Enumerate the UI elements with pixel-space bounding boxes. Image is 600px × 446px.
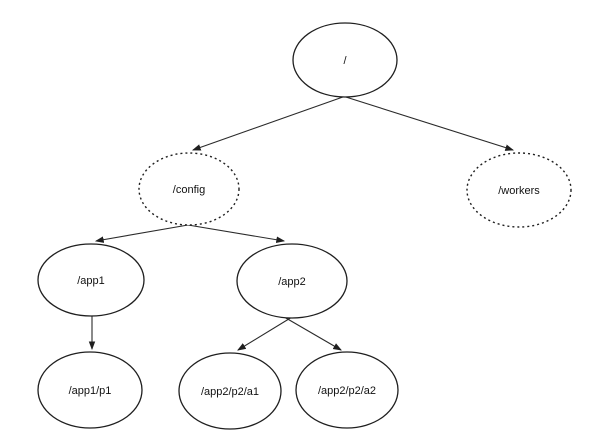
node-root: /	[292, 22, 398, 98]
tree-edges	[88, 91, 515, 351]
node-config-label: /config	[173, 184, 205, 196]
node-root-ellipse	[292, 22, 398, 98]
edge-app2-to-a1	[237, 313, 298, 351]
edge-root-to-config	[191, 91, 358, 151]
node-app2-ellipse	[236, 243, 348, 319]
node-config: /config	[138, 152, 240, 226]
node-workers: /workers	[466, 152, 572, 228]
node-config-ellipse	[138, 152, 240, 226]
edge-config-to-app2	[187, 224, 286, 243]
node-app2-p2-a2-label: /app2/p2/a2	[318, 385, 376, 397]
node-app2-p2-a1-ellipse	[178, 352, 282, 430]
node-workers-label: /workers	[498, 185, 540, 197]
node-app2-label: /app2	[278, 276, 306, 288]
node-app2-p2-a1: /app2/p2/a1	[178, 352, 282, 430]
node-workers-ellipse	[466, 152, 572, 228]
node-app1-label: /app1	[77, 275, 105, 287]
node-app1-p1-label: /app1/p1	[69, 385, 112, 397]
edge-root-to-workers	[329, 91, 515, 151]
edge-app2-to-a2	[278, 313, 342, 351]
node-app1-p1: /app1/p1	[37, 351, 143, 429]
node-root-label: /	[343, 55, 347, 67]
node-app2-p2-a2-ellipse	[295, 351, 399, 429]
node-app1: /app1	[37, 243, 145, 317]
edge-config-to-app1	[94, 224, 189, 243]
node-app2-p2-a2: /app2/p2/a2	[295, 351, 399, 429]
node-app2-p2-a1-label: /app2/p2/a1	[201, 386, 259, 398]
node-app2: /app2	[236, 243, 348, 319]
node-app1-p1-ellipse	[37, 351, 143, 429]
node-app1-ellipse	[37, 243, 145, 317]
